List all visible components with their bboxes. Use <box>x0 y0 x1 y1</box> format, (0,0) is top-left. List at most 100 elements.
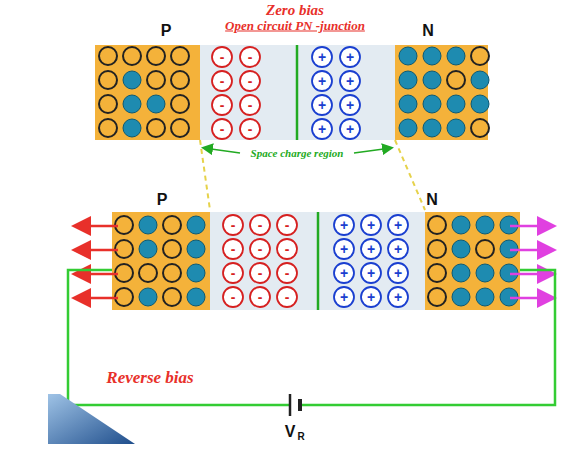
ion-charge: - <box>220 50 225 64</box>
carrier <box>250 287 270 307</box>
carrier <box>471 71 489 89</box>
ion-charge: - <box>220 122 225 136</box>
carrier <box>476 240 494 258</box>
ion-charge: - <box>285 266 290 280</box>
ion-charge: + <box>318 98 326 112</box>
ion-charge: - <box>258 290 263 304</box>
label: Space charge region <box>249 148 346 159</box>
carrier <box>240 95 260 115</box>
carrier <box>361 215 381 235</box>
label: P <box>157 192 168 208</box>
carrier <box>471 47 489 65</box>
ion-charge: - <box>248 74 253 88</box>
ion-charge: + <box>367 266 375 280</box>
drift-arrow <box>76 225 118 228</box>
drift-arrow <box>510 249 552 252</box>
carrier <box>423 95 441 113</box>
carrier <box>361 287 381 307</box>
drift-arrow <box>76 297 118 300</box>
carrier <box>399 71 417 89</box>
carrier <box>277 239 297 259</box>
label: Open circuit PN -junction <box>225 19 365 32</box>
ion-charge: - <box>248 98 253 112</box>
label: Reverse bias <box>106 369 193 386</box>
carrier <box>212 119 232 139</box>
carrier <box>428 240 446 258</box>
ion-charge: + <box>318 50 326 64</box>
carrier <box>428 264 446 282</box>
ion-charge: - <box>258 218 263 232</box>
carrier <box>361 239 381 259</box>
carrier <box>334 263 354 283</box>
carrier <box>334 239 354 259</box>
carrier <box>340 119 360 139</box>
ion-charge: + <box>340 266 348 280</box>
ion-charge: + <box>318 122 326 136</box>
ion-charge: - <box>285 290 290 304</box>
ion-charge: - <box>231 218 236 232</box>
ion-charge: - <box>231 290 236 304</box>
ion-charge: + <box>340 218 348 232</box>
ion-charge: + <box>346 122 354 136</box>
label: N <box>422 23 434 39</box>
ion-charge: + <box>346 74 354 88</box>
carrier <box>187 240 205 258</box>
carrier <box>452 264 470 282</box>
carrier <box>428 216 446 234</box>
drift-arrow <box>510 297 552 300</box>
drift-arrow <box>510 273 552 276</box>
carrier <box>212 47 232 67</box>
ion-charge: + <box>367 242 375 256</box>
carrier <box>447 119 465 137</box>
carrier <box>223 263 243 283</box>
carrier <box>223 287 243 307</box>
carrier <box>163 264 181 282</box>
ion-charge: - <box>248 50 253 64</box>
ion-charge: + <box>394 266 402 280</box>
ion-charge: - <box>248 122 253 136</box>
carrier <box>139 240 157 258</box>
ion-charge: - <box>258 266 263 280</box>
carrier <box>388 287 408 307</box>
carrier <box>171 71 189 89</box>
carrier <box>423 47 441 65</box>
carrier <box>334 215 354 235</box>
carrier <box>476 288 494 306</box>
carrier <box>163 216 181 234</box>
carrier <box>147 119 165 137</box>
label: P <box>161 23 172 39</box>
carrier <box>171 47 189 65</box>
carrier <box>388 215 408 235</box>
carrier <box>476 264 494 282</box>
carrier <box>423 119 441 137</box>
carrier <box>250 239 270 259</box>
ion-charge: - <box>285 242 290 256</box>
ion-charge: - <box>285 218 290 232</box>
carrier <box>277 287 297 307</box>
label: V <box>285 424 296 440</box>
carrier <box>277 263 297 283</box>
carrier <box>452 216 470 234</box>
carrier <box>340 95 360 115</box>
ion-charge: - <box>231 266 236 280</box>
carrier <box>452 288 470 306</box>
ion-charge: + <box>318 74 326 88</box>
carrier <box>171 119 189 137</box>
drift-arrow <box>510 225 552 228</box>
carrier <box>240 119 260 139</box>
carrier <box>99 119 117 137</box>
carrier <box>423 71 441 89</box>
carrier <box>447 47 465 65</box>
carrier <box>476 216 494 234</box>
carrier <box>471 119 489 137</box>
carrier <box>187 216 205 234</box>
carrier <box>139 264 157 282</box>
carrier <box>187 288 205 306</box>
ion-charge: + <box>346 50 354 64</box>
carrier <box>388 239 408 259</box>
carrier <box>212 95 232 115</box>
ion-charge: + <box>394 218 402 232</box>
carrier <box>277 215 297 235</box>
carrier <box>250 263 270 283</box>
